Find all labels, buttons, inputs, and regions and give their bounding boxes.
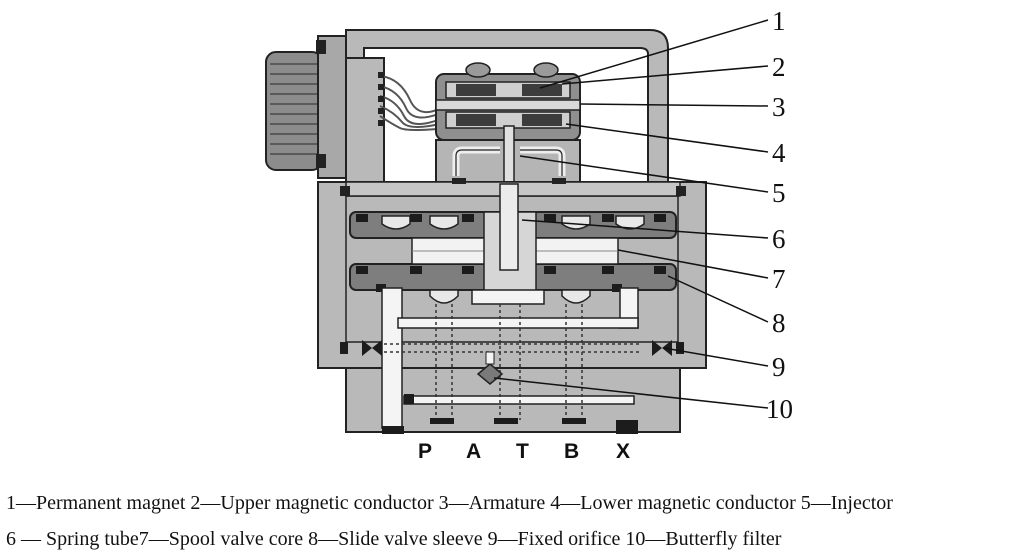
port-label-x: X — [616, 440, 630, 463]
port-label-a: A — [466, 440, 481, 463]
callout-2: 2 — [772, 52, 786, 82]
electrical-connector — [265, 35, 349, 179]
callout-10: 10 — [766, 394, 793, 424]
leader-lines — [493, 19, 769, 409]
callout-7: 7 — [772, 264, 786, 294]
caption-line-2: 6 — Spring tube7—Spool valve core 8—Slid… — [6, 528, 782, 550]
callout-9: 9 — [772, 352, 786, 382]
port-label-p: P — [418, 440, 432, 463]
port-label-t: T — [516, 440, 529, 463]
torque-motor — [435, 62, 581, 193]
valve-body — [317, 178, 707, 434]
callout-6: 6 — [772, 224, 786, 254]
caption-line-1: 1—Permanent magnet 2—Upper magnetic cond… — [6, 492, 893, 514]
callout-8: 8 — [772, 308, 786, 338]
torque-motor-cover — [345, 29, 669, 183]
port-label-b: B — [564, 440, 579, 463]
callout-4: 4 — [772, 138, 786, 168]
callout-numbers: 1 2 3 4 5 6 7 8 9 10 — [766, 6, 793, 424]
callout-1: 1 — [772, 6, 786, 36]
callout-3: 3 — [772, 92, 786, 122]
callout-5: 5 — [772, 178, 786, 208]
port-labels: P A T B X — [418, 440, 630, 463]
